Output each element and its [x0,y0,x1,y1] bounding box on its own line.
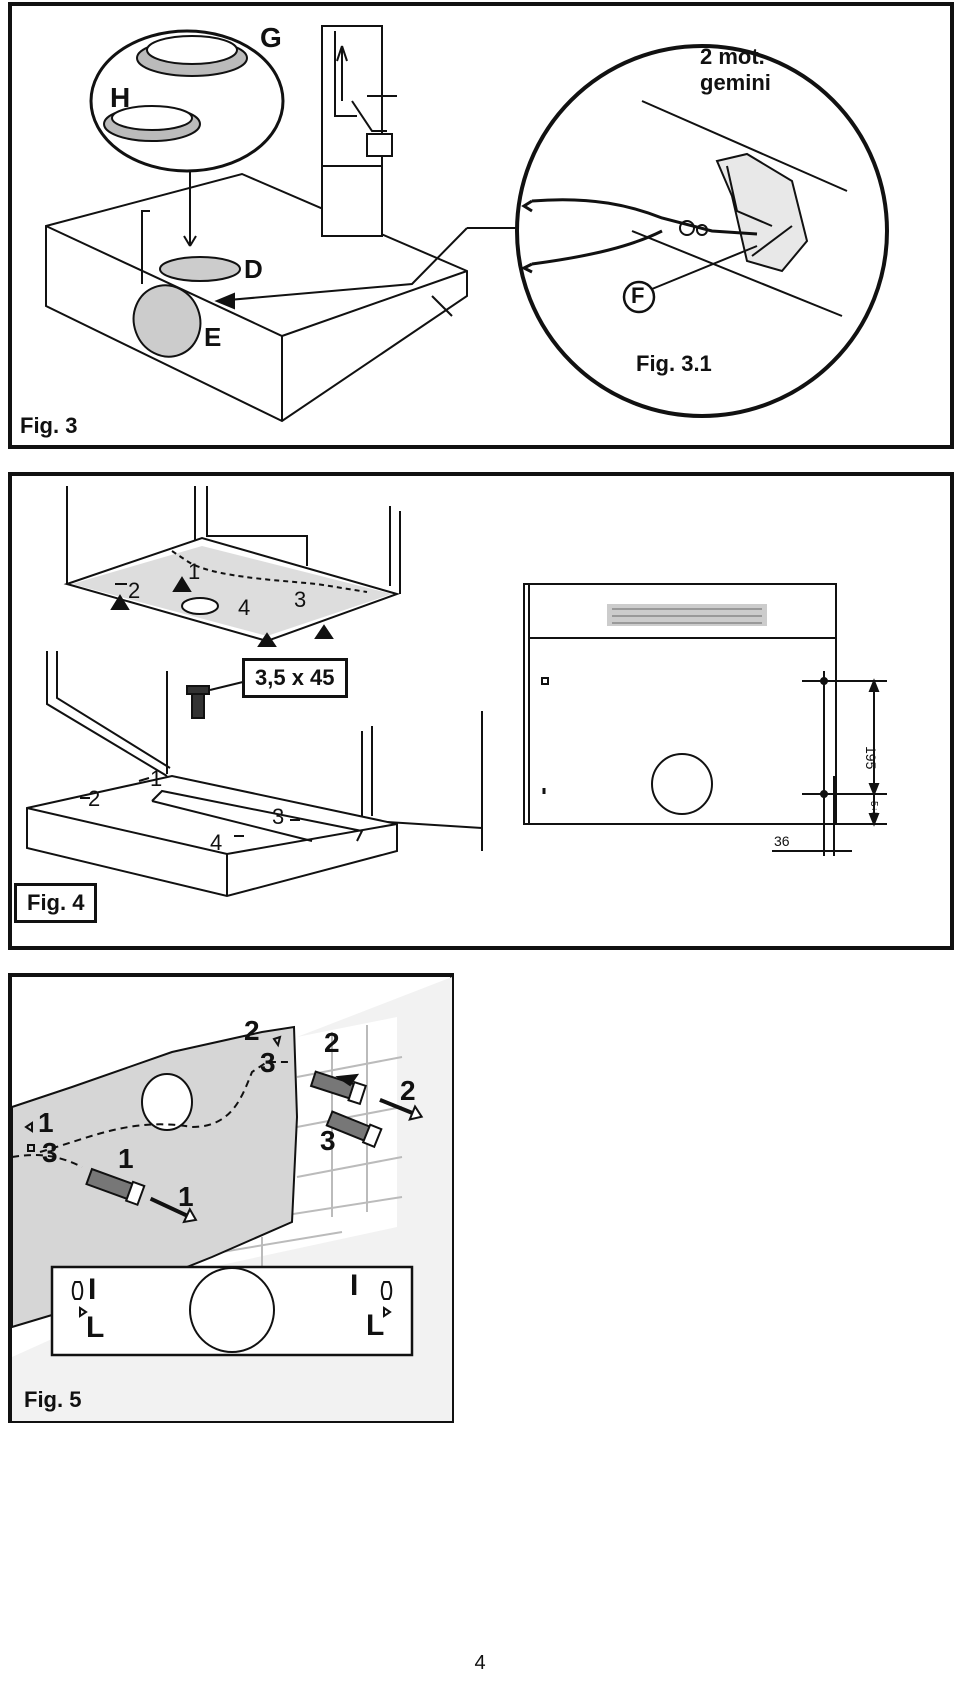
top-marker-3: 3 [294,587,307,612]
template-label-i-right: I [350,1269,359,1302]
top-marker-1: 1 [188,559,201,584]
inset-caption: Fig. 3.1 [636,351,712,376]
fig5-number-1c: 1 [178,1181,194,1212]
dim-vertical-small: 5÷5 [868,801,879,818]
inset-note-line2: gemini [700,70,771,95]
top-marker-2: 2 [128,578,141,603]
figure-4-caption: Fig. 4 [14,883,98,923]
fig5-number-3b: 3 [320,1125,336,1156]
fig5-number-3c: 3 [42,1137,58,1168]
fig5-number-1b: 1 [118,1143,134,1174]
fig5-number-2a: 2 [244,1015,260,1046]
fig5-number-2c: 2 [400,1075,416,1106]
bottom-marker-3: 3 [272,804,285,829]
part-label-e: E [204,322,222,352]
figure-4-drawing [26,486,887,898]
inset-note-line1: 2 mot. [700,44,765,69]
template-label-l-right: L [366,1309,385,1342]
screw-spec-box: 3,5 x 45 [242,658,348,698]
dim-horizontal: 36 [774,833,790,849]
dim-vertical-main: 195 [863,746,879,770]
fig5-number-3a: 3 [260,1047,276,1078]
figure-4-panel: 1 2 3 4 3,5 x 45 1 2 3 4 195 5÷5 36 Fig.… [8,472,954,950]
part-label-g: G [260,22,282,53]
figure-5-panel: 2 3 2 2 3 1 3 1 1 I L I L Fig. 5 [8,973,454,1423]
figure-5-caption: Fig. 5 [24,1387,82,1412]
part-label-h: H [110,82,131,113]
figure-3-panel: G H D E F 2 mot. gemini Fig. 3.1 Fig. 3 [8,2,954,449]
part-label-f: F [631,283,645,308]
fig5-number-2b: 2 [324,1027,340,1058]
bottom-marker-1: 1 [150,766,163,791]
figure-3-drawing [45,25,889,423]
top-marker-4: 4 [238,595,251,620]
figure-5-drawing [11,977,452,1421]
page-number: 4 [474,1652,486,1674]
fig5-number-1a: 1 [38,1107,54,1138]
figure-3-caption: Fig. 3 [20,413,78,438]
part-label-d: D [244,254,263,284]
template-label-l-left: L [86,1311,105,1344]
bottom-marker-2: 2 [88,786,101,811]
bottom-marker-4: 4 [210,830,223,855]
template-label-i-left: I [88,1273,97,1306]
